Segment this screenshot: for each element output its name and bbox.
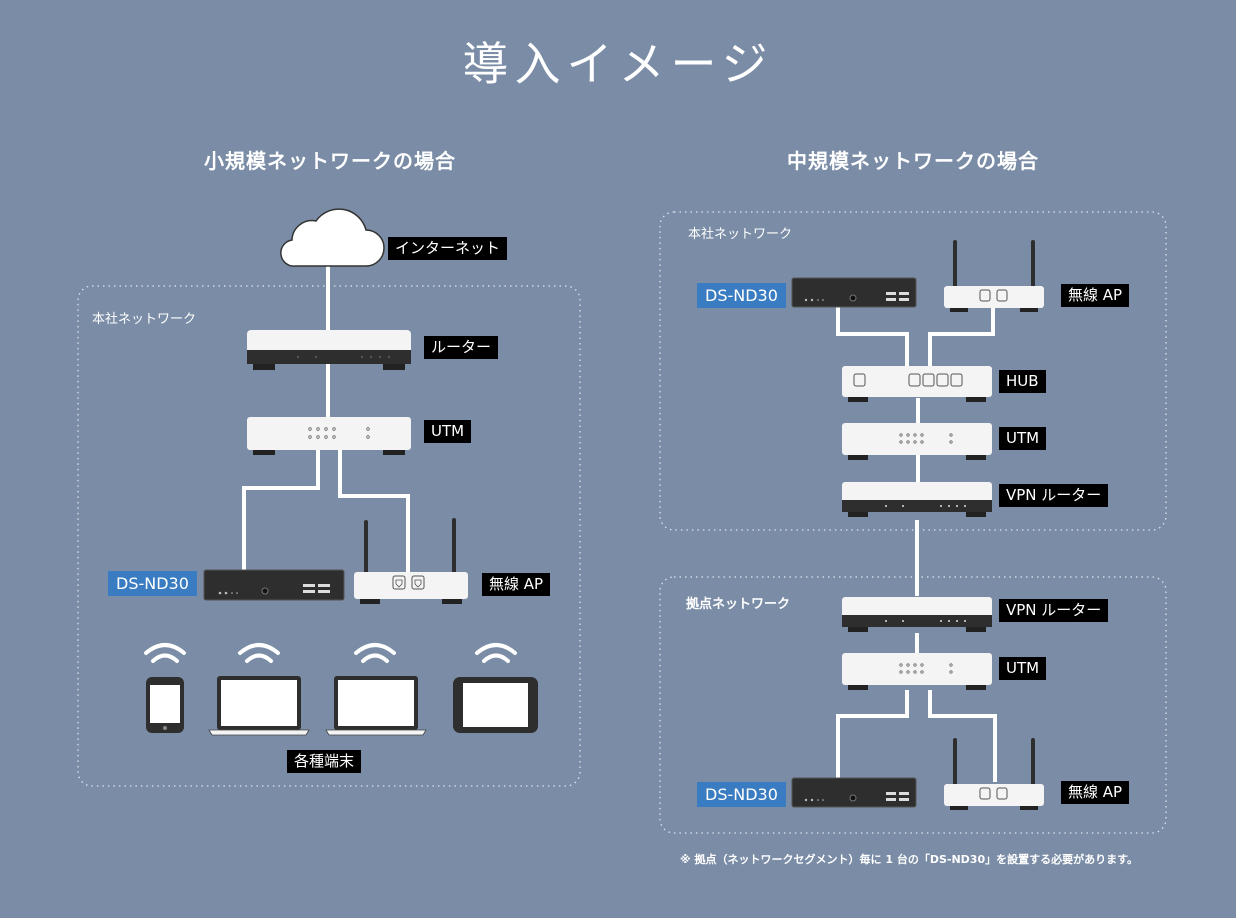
small-zone-label: 本社ネットワーク (92, 312, 197, 327)
utm-icon (842, 423, 992, 460)
vpn-router-icon (842, 482, 992, 517)
hq-ap-label: 無線 AP (1061, 284, 1130, 307)
cloud-icon (280, 208, 385, 267)
access-point-icon (944, 240, 1044, 312)
footnote: ※ 拠点（ネットワークセグメント）毎に 1 台の「DS-ND30」を設置する必要… (680, 853, 1138, 866)
branch-ap-label: 無線 AP (1061, 781, 1130, 804)
router-icon (247, 330, 411, 370)
wifi-icon (354, 643, 396, 663)
medium-hq-zone (659, 211, 1167, 531)
tablet-icon (453, 677, 538, 733)
access-point-icon (944, 738, 1044, 810)
ap-label: 無線 AP (482, 573, 551, 596)
branch-product-label: DS-ND30 (697, 782, 786, 807)
wifi-icon (475, 643, 517, 663)
hub-label: HUB (999, 370, 1046, 393)
medium-network-heading: 中規模ネットワークの場合 (787, 149, 1039, 173)
laptop-icon (208, 676, 310, 736)
nas-icon (791, 777, 917, 808)
hq-utm-label: UTM (999, 427, 1047, 450)
vpn-router-icon (842, 597, 992, 632)
page-title: 導入イメージ (462, 37, 774, 91)
nas-icon (203, 569, 345, 601)
hq-product-label: DS-ND30 (697, 283, 786, 308)
smartphone-icon (146, 677, 184, 733)
branch-zone-label: 拠点ネットワーク (686, 597, 791, 612)
hq-vpn-label: VPN ルーター (999, 484, 1109, 507)
hub-icon (842, 366, 992, 402)
utm-label: UTM (424, 420, 472, 443)
wifi-icon (144, 643, 186, 663)
wifi-icon (238, 643, 280, 663)
branch-utm-label: UTM (999, 657, 1047, 680)
access-point-icon (354, 518, 468, 604)
terminals-label: 各種端末 (287, 750, 362, 773)
utm-icon (247, 417, 411, 455)
product-label: DS-ND30 (108, 571, 197, 596)
small-network-heading: 小規模ネットワークの場合 (204, 149, 456, 173)
internet-label: インターネット (388, 237, 508, 260)
router-label: ルーター (424, 336, 499, 359)
nas-icon (791, 277, 917, 308)
branch-vpn-label: VPN ルーター (999, 599, 1109, 622)
laptop-icon (325, 676, 427, 736)
utm-icon (842, 653, 992, 690)
hq-zone-label: 本社ネットワーク (688, 227, 793, 242)
